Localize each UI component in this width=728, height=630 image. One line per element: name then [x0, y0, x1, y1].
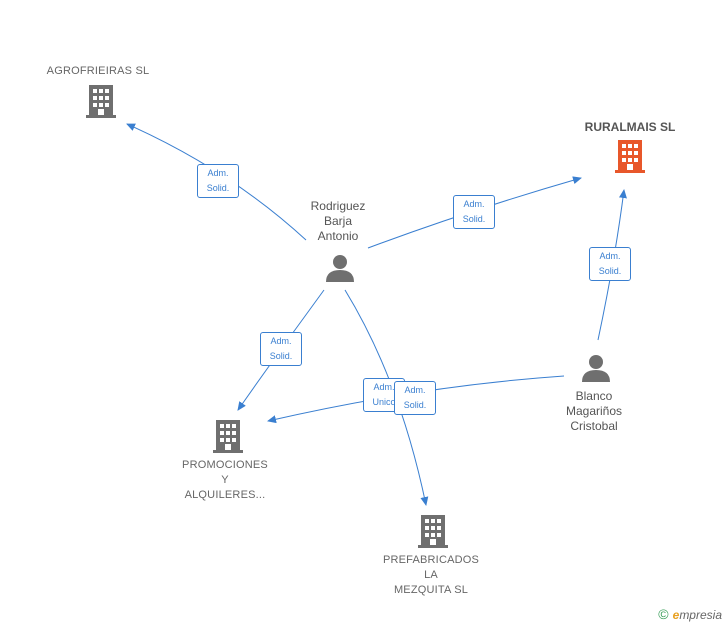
person-name-line: Cristobal [570, 419, 618, 433]
edge-label-blanco-rural[interactable]: Adm. Solid. [589, 247, 631, 281]
company-name-line: PREFABRICADOS [382, 554, 480, 566]
person-name-line: Blanco [575, 389, 613, 403]
person-label-blanco[interactable]: Blanco Magariños Cristobal [544, 389, 644, 434]
person-icon[interactable] [326, 255, 354, 282]
edge-label-line: Solid. [206, 183, 230, 193]
edge-label-blanco-promo[interactable]: Adm. Solid. [394, 381, 436, 415]
person-label-rodriguez[interactable]: Rodriguez Barja Antonio [288, 199, 388, 244]
person-name-line: Antonio [317, 229, 359, 243]
edge-label-line: Adm. [599, 251, 621, 261]
edge-label-line: Adm. [404, 385, 426, 395]
building-icon-highlight[interactable] [615, 140, 645, 173]
edge-label-line: Solid. [598, 266, 622, 276]
company-label-prefabricados[interactable]: PREFABRICADOS LA MEZQUITA SL [366, 553, 496, 598]
edge-label-rod-rural[interactable]: Adm. Solid. [453, 195, 495, 229]
edge-label-line: Solid. [269, 351, 293, 361]
edge-label-line: Adm. [373, 382, 395, 392]
company-label-ruralmais[interactable]: RURALMAIS SL [560, 120, 700, 135]
edge-label-line: Solid. [403, 400, 427, 410]
edge-label-line: Solid. [462, 214, 486, 224]
edge-label-line: Adm. [207, 168, 229, 178]
edge-label-line: Unico [372, 397, 396, 407]
company-label-agrofrieiras[interactable]: AGROFRIEIRAS SL [28, 64, 168, 79]
company-name-line: ALQUILERES... [184, 489, 266, 501]
edge-label-rod-agro[interactable]: Adm. Solid. [197, 164, 239, 198]
company-name-line: MEZQUITA SL [393, 584, 469, 596]
building-icon[interactable] [418, 515, 448, 548]
edge-label-rod-promo[interactable]: Adm. Solid. [260, 332, 302, 366]
company-label-promociones[interactable]: PROMOCIONES Y ALQUILERES... [160, 458, 290, 503]
company-name-line: Y [221, 474, 229, 486]
company-name-line: PROMOCIONES [182, 459, 268, 471]
company-name-line: LA [424, 569, 438, 581]
building-icon[interactable] [86, 85, 116, 118]
brand-name: mpresia [679, 608, 722, 622]
copyright-icon: © [658, 606, 669, 622]
footer-brand: ©empresia [658, 606, 722, 622]
person-name-line: Rodriguez [310, 199, 366, 213]
building-icon[interactable] [213, 420, 243, 453]
person-name-line: Barja [323, 214, 352, 228]
edge-label-line: Adm. [463, 199, 485, 209]
person-name-line: Magariños [565, 404, 623, 418]
company-name: AGROFRIEIRAS SL [46, 65, 150, 77]
person-icon[interactable] [582, 355, 610, 382]
edge-label-line: Adm. [270, 336, 292, 346]
company-name: RURALMAIS SL [584, 120, 676, 134]
brand-initial: e [672, 608, 680, 622]
